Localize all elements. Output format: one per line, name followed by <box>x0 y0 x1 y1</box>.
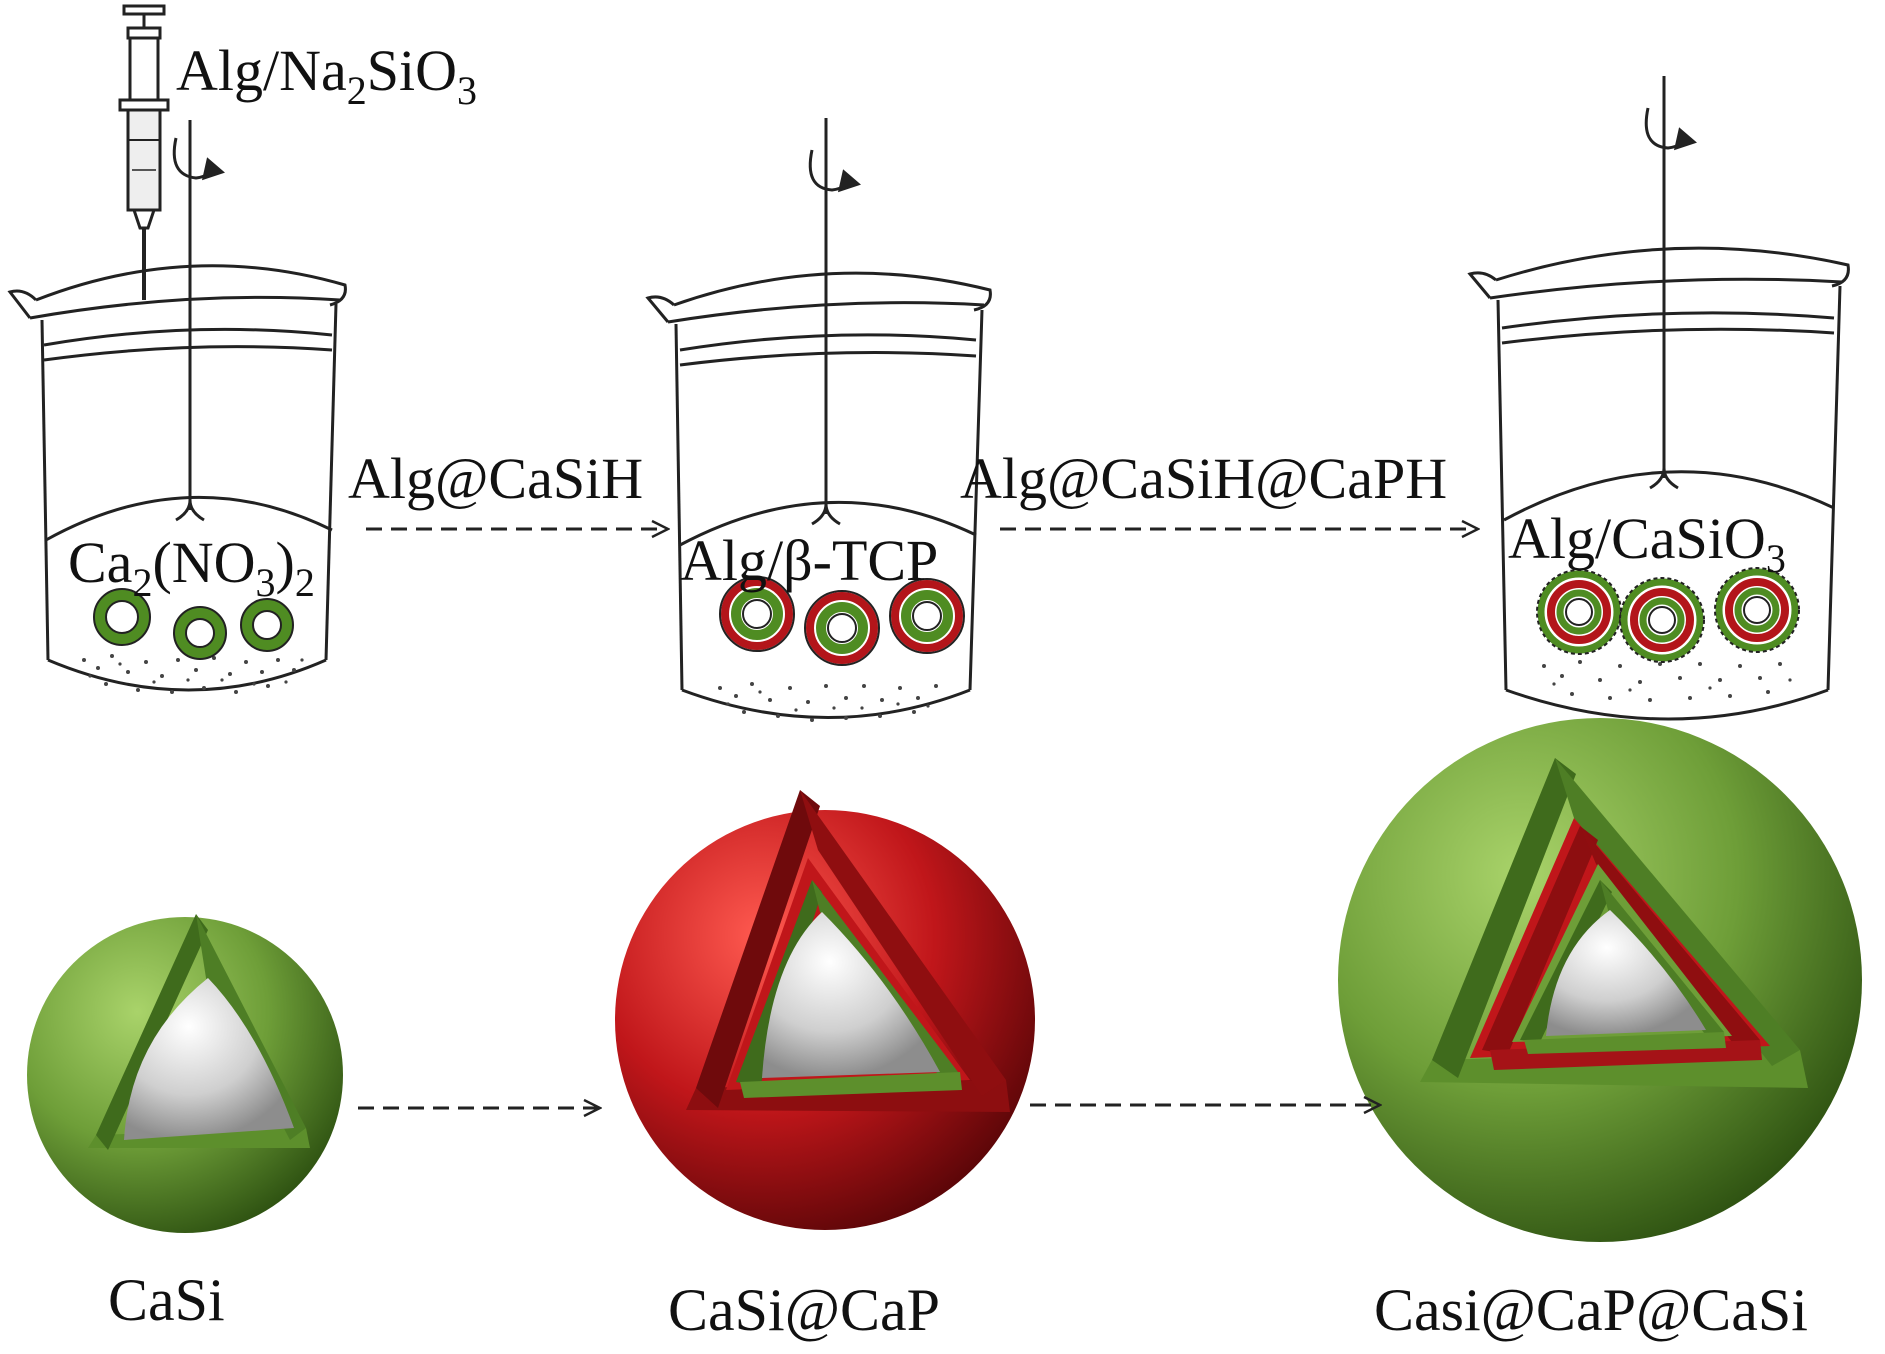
arrow1-label: Alg@CaSiH <box>348 446 643 511</box>
sediment <box>1542 660 1792 702</box>
core-shell-sphere-icon <box>27 914 343 1233</box>
stirrer-rotation-icon <box>172 120 225 522</box>
beaker-icon <box>645 271 992 719</box>
beaker-1 <box>7 120 347 694</box>
caption-casi-cap: CaSi@CaP <box>668 1277 940 1343</box>
caption-casi: CaSi <box>108 1267 225 1333</box>
microspheres <box>93 588 294 660</box>
beaker-3 <box>1467 76 1850 721</box>
core-shell-sphere-icon <box>615 790 1035 1230</box>
microspheres <box>719 576 965 666</box>
caption-casi-cap-casi: Casi@CaP@CaSi <box>1374 1277 1808 1343</box>
beaker3-label: Alg/CaSiO3 <box>1508 506 1786 581</box>
stirrer-rotation-icon <box>808 118 861 526</box>
beaker-2 <box>645 118 992 722</box>
syringe-label: Alg/Na2SiO3 <box>176 38 477 113</box>
beaker1-label: Ca2(NO3)2 <box>68 530 315 605</box>
syringe-icon <box>118 4 170 300</box>
beaker2-label: Alg/β-TCP <box>680 528 938 593</box>
stirrer-rotation-icon <box>1644 76 1697 490</box>
sediment <box>718 682 938 722</box>
arrow2-label: Alg@CaSiH@CaPH <box>960 446 1447 511</box>
beaker-icon <box>7 264 347 692</box>
core-shell-sphere-icon <box>1338 718 1862 1242</box>
sediment <box>82 654 304 694</box>
beaker-icon <box>1467 246 1850 721</box>
microspheres <box>1536 567 1800 663</box>
